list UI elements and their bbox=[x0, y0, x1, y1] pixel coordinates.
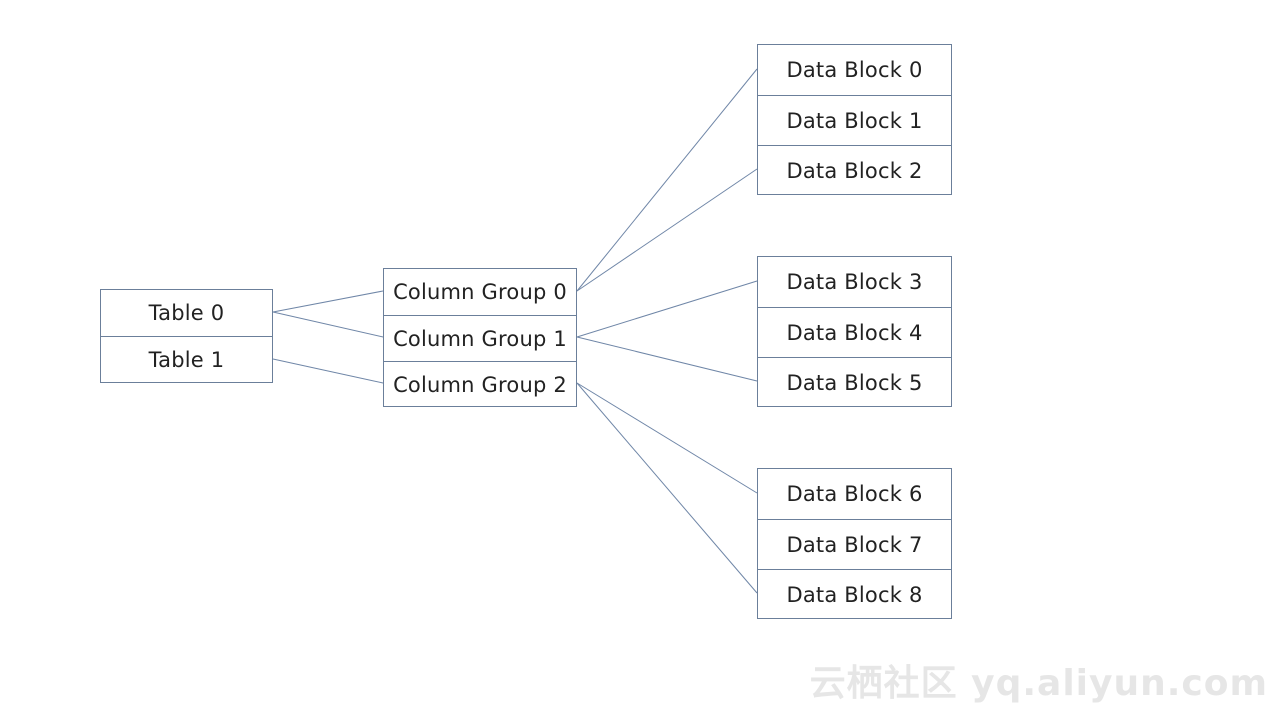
data-block-node: Data Block 7 bbox=[758, 519, 951, 569]
connector-colgroup0-block0 bbox=[576, 68, 758, 292]
column-group-node: Column Group 0 bbox=[393, 280, 567, 304]
connector-table1-colgroup2 bbox=[272, 358, 384, 384]
data-block-node: Data Block 6 bbox=[786, 482, 923, 506]
connector-colgroup2-block8 bbox=[576, 382, 758, 594]
data-block-node: Data Block 1 bbox=[758, 95, 951, 145]
data-block-node: Data Block 0 bbox=[786, 58, 923, 82]
connector-colgroup2-block6 bbox=[576, 382, 758, 494]
data-block-node: Data Block 4 bbox=[758, 307, 951, 357]
connector-table0-colgroup0 bbox=[272, 290, 384, 313]
tables-stack: Table 0 Table 1 bbox=[100, 289, 273, 383]
data-block-node: Data Block 8 bbox=[758, 569, 951, 619]
column-group-node: Column Group 2 bbox=[384, 361, 576, 407]
connector-colgroup1-block5 bbox=[576, 336, 758, 382]
connector-table0-colgroup1 bbox=[272, 311, 384, 338]
data-blocks-stack-2: Data Block 6 Data Block 7 Data Block 8 bbox=[757, 468, 952, 619]
data-block-node: Data Block 3 bbox=[786, 270, 923, 294]
connector-colgroup1-block3 bbox=[576, 280, 758, 338]
column-groups-stack: Column Group 0 Column Group 1 Column Gro… bbox=[383, 268, 577, 407]
table-node: Table 0 bbox=[148, 301, 225, 325]
data-block-node: Data Block 2 bbox=[758, 145, 951, 195]
table-node: Table 1 bbox=[101, 336, 272, 382]
data-blocks-stack-1: Data Block 3 Data Block 4 Data Block 5 bbox=[757, 256, 952, 407]
watermark: 云栖社区 yq.aliyun.com bbox=[809, 663, 1268, 704]
connector-colgroup0-block2 bbox=[576, 168, 758, 292]
column-group-node: Column Group 1 bbox=[384, 315, 576, 361]
data-blocks-stack-0: Data Block 0 Data Block 1 Data Block 2 bbox=[757, 44, 952, 195]
data-block-node: Data Block 5 bbox=[758, 357, 951, 407]
